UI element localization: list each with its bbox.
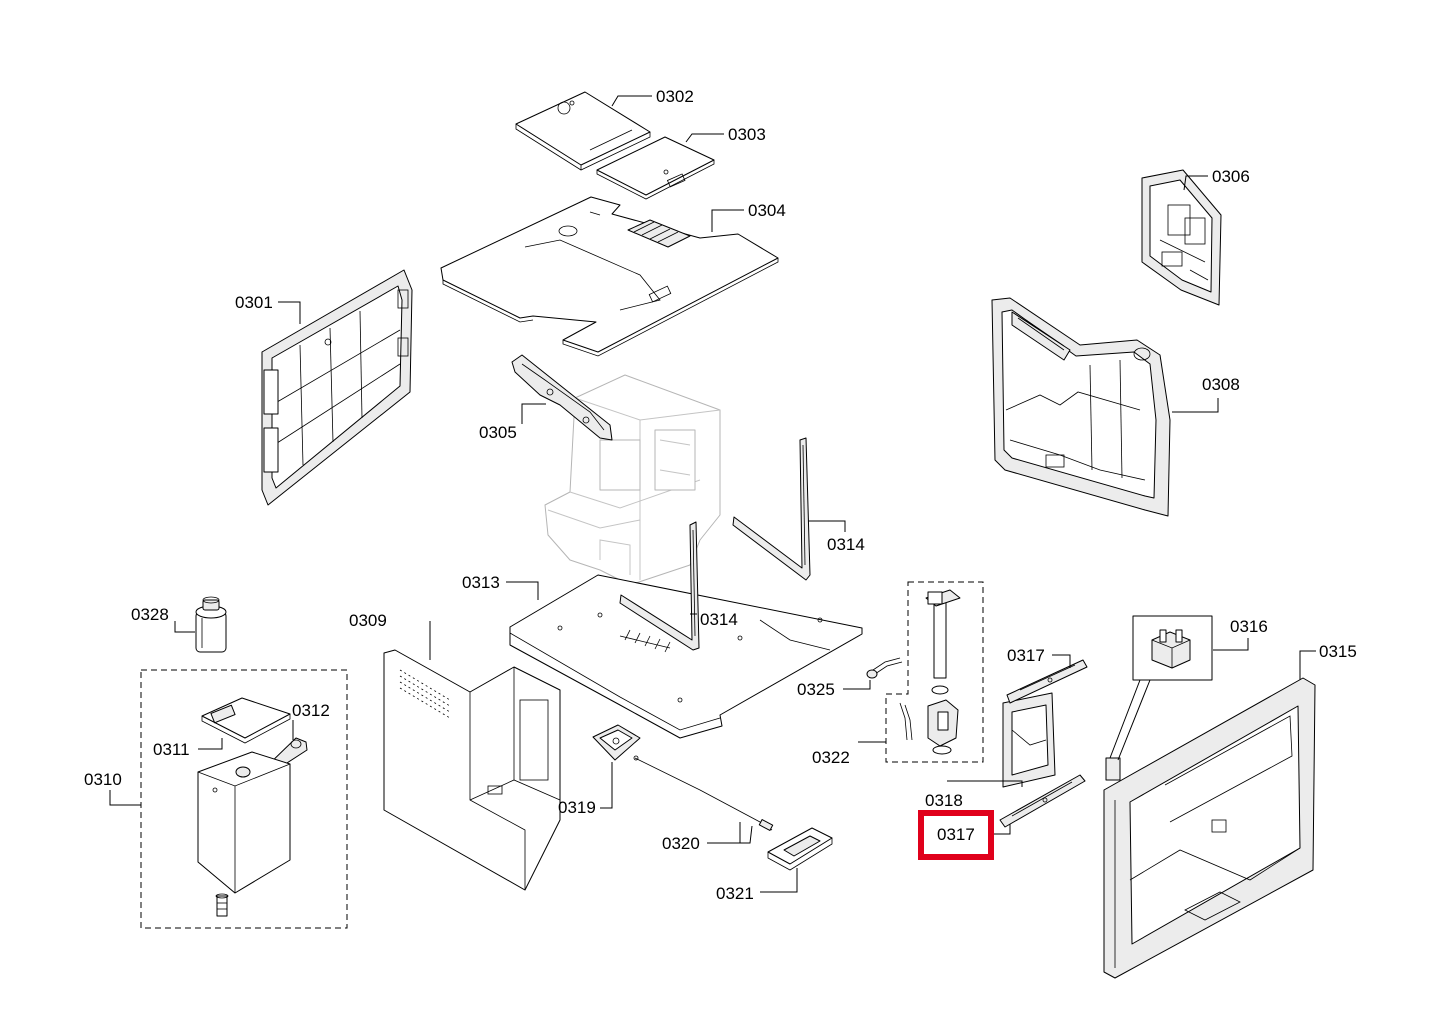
callout-0315[interactable]: 0315 (1319, 642, 1357, 661)
pump-valve (927, 699, 959, 755)
callout-0314-lower[interactable]: 0314 (700, 610, 738, 629)
callout-0302[interactable]: 0302 (656, 87, 694, 106)
part-0320-cable[interactable] (633, 755, 774, 831)
callout-0317-highlighted[interactable]: 0317 (937, 825, 975, 844)
part-0315-front-frame[interactable] (1103, 677, 1316, 979)
callout-0320[interactable]: 0320 (662, 834, 700, 853)
callout-0309[interactable]: 0309 (349, 611, 387, 630)
callout-0304[interactable]: 0304 (748, 201, 786, 220)
part-0314-strip-upper[interactable] (732, 437, 811, 581)
callout-0317-upper[interactable]: 0317 (1007, 646, 1045, 665)
part-0313-base-plate[interactable] (509, 574, 863, 739)
part-0322-pump-assembly[interactable] (885, 581, 984, 763)
callout-0316[interactable]: 0316 (1230, 617, 1268, 636)
callout-0313[interactable]: 0313 (462, 573, 500, 592)
part-0310-water-tank-group[interactable] (140, 669, 348, 929)
callout-0325[interactable]: 0325 (797, 680, 835, 699)
part-0301-side-panel[interactable] (261, 269, 413, 506)
part-0306-rear-frame[interactable] (1141, 169, 1222, 306)
part-0302-cover-plate[interactable] (515, 91, 651, 171)
part-0304-top-panel[interactable] (440, 196, 779, 357)
callout-0318[interactable]: 0318 (925, 791, 963, 810)
part-0305-bracket[interactable] (511, 354, 613, 441)
part-0318-front-plate[interactable] (1002, 692, 1056, 788)
part-0316-connector-inset[interactable] (1132, 615, 1213, 681)
water-tank-body (197, 751, 291, 894)
part-0321-tray[interactable] (767, 827, 833, 871)
part-0328-water-filter[interactable] (195, 596, 227, 653)
pump-hose (899, 702, 913, 741)
part-0317-strip-upper[interactable] (1006, 659, 1088, 704)
callout-0311[interactable]: 0311 (153, 740, 190, 759)
part-0317-strip-lower[interactable] (999, 774, 1086, 828)
part-0311-tank-lid[interactable] (201, 697, 291, 744)
callout-0322[interactable]: 0322 (812, 748, 850, 767)
callout-0319[interactable]: 0319 (558, 798, 596, 817)
part-0319-bracket[interactable] (592, 724, 641, 761)
callout-labels: 0302 0303 0304 0306 0301 0308 0305 0314 … (84, 87, 1357, 903)
leader-lines (109, 95, 1316, 893)
callout-0306[interactable]: 0306 (1212, 167, 1250, 186)
callout-0314-upper[interactable]: 0314 (827, 535, 865, 554)
part-0308-side-frame[interactable] (991, 297, 1171, 517)
callout-0328[interactable]: 0328 (131, 605, 169, 624)
callout-0308[interactable]: 0308 (1202, 375, 1240, 394)
highlight-box (918, 810, 994, 860)
callout-0305[interactable]: 0305 (479, 423, 517, 442)
callout-0321[interactable]: 0321 (716, 884, 754, 903)
callout-0310[interactable]: 0310 (84, 770, 122, 789)
part-0325-hose[interactable] (866, 657, 903, 679)
part-0309-side-panel[interactable] (383, 649, 561, 891)
callout-0301[interactable]: 0301 (235, 293, 273, 312)
tank-valve (215, 893, 229, 917)
callout-0303[interactable]: 0303 (728, 125, 766, 144)
part-0314-strip-lower[interactable] (619, 521, 700, 651)
callout-0312[interactable]: 0312 (292, 701, 330, 720)
part-0303-cover-plate[interactable] (596, 136, 715, 200)
pump-tube (925, 589, 961, 695)
